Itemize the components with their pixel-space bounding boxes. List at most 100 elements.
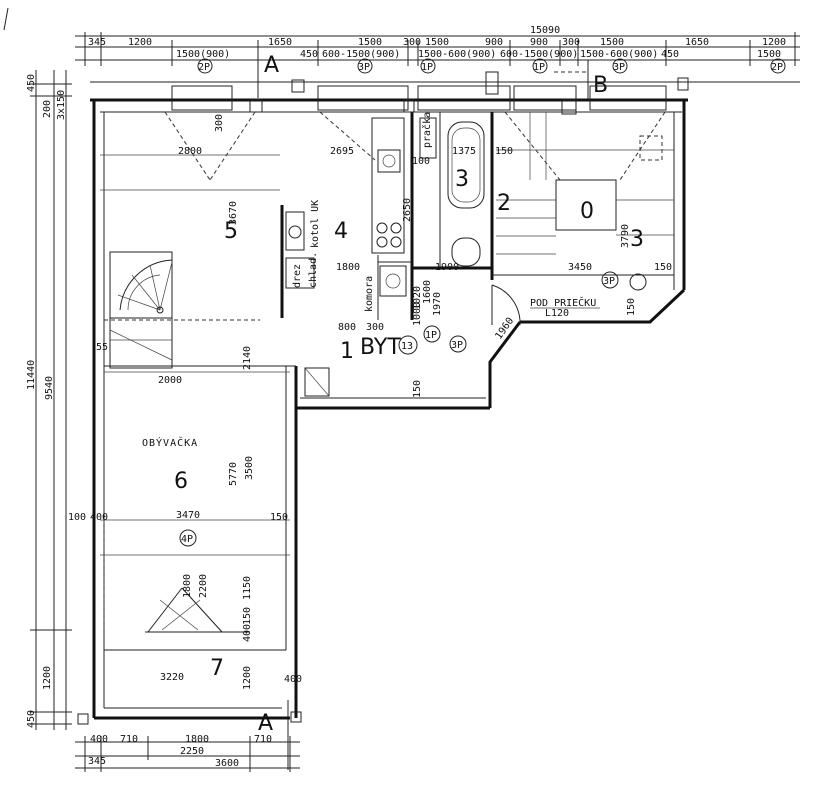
dim-400-c: 400	[284, 674, 302, 685]
margin-tick	[3, 7, 9, 31]
dim-3220: 3220	[160, 672, 184, 683]
dim-1800-b: 1800	[182, 574, 193, 598]
p-markers: 1P 3P 4P 3P	[179, 271, 647, 547]
dim-150-d: 150	[270, 512, 288, 523]
room-number-3-bath: 3	[455, 167, 469, 192]
dim-2000: 2000	[158, 375, 182, 386]
room-number-3-stair: 3	[630, 227, 644, 252]
dim-top2-7: 450	[661, 49, 679, 60]
p-marker-3: 4P	[181, 534, 193, 545]
dim-top-5: 300	[403, 37, 421, 48]
room-number-4: 4	[334, 219, 348, 244]
room-labels: 0 1 BYT 13 2 3 3 4 5 6 OBÝVAČKA 7	[142, 167, 644, 681]
dim-top-total: 15090	[530, 25, 560, 36]
dim-bottom-3600: 3600	[215, 758, 239, 769]
dim-left-3x150: 3x150	[56, 90, 67, 120]
dim-top2-5: 600-1500(900)	[500, 49, 578, 60]
washer-label: pračka	[421, 112, 433, 148]
dim-2800: 2800	[178, 146, 202, 157]
dim-top-1: 345	[88, 37, 106, 48]
dim-bottom-1800: 1800	[185, 734, 209, 745]
window-mark-6: 2P	[771, 62, 783, 73]
dim-150-b: 150	[654, 262, 672, 273]
window-mark-1: 2P	[198, 62, 210, 73]
dim-top-12: 1200	[762, 37, 786, 48]
bathroom-fixtures: pračka	[419, 112, 485, 267]
dim-top-4: 1500	[358, 37, 382, 48]
dim-bottom-400: 400	[90, 734, 108, 745]
room-number-5: 5	[224, 219, 238, 244]
dim-top-7: 900	[485, 37, 503, 48]
window-mark-2: 3P	[358, 62, 370, 73]
window-mark-4: 1P	[421, 62, 433, 73]
dim-1000: 1000	[412, 302, 423, 326]
dim-3470: 3470	[176, 510, 200, 521]
dim-bottom-710-left: 710	[120, 734, 138, 745]
room-number-0: 0	[580, 199, 594, 224]
room-label-obyvacka: OBÝVAČKA	[142, 436, 198, 449]
dim-top-3: 1650	[268, 37, 292, 48]
dim-top-8: 900	[530, 37, 548, 48]
dim-100-a: 100	[412, 156, 430, 167]
fridge-label: drez	[292, 264, 303, 288]
unit-badge: 13	[401, 341, 413, 352]
window-mark-3: 1P	[533, 62, 545, 73]
window-mark-5: 3P	[613, 62, 625, 73]
dim-bottom-2250: 2250	[180, 746, 204, 757]
storage-label: komora	[364, 276, 375, 312]
dim-800: 800	[338, 322, 356, 333]
dim-400-a: 400	[90, 512, 108, 523]
partition-note: POD PRIEČKU	[530, 296, 596, 309]
top-dimension-lines: 15090 345 1200 1650 1500 300 1500 900 90…	[75, 25, 800, 66]
dim-3450: 3450	[568, 262, 592, 273]
dim-150-c: 150	[412, 380, 423, 398]
left-dimension-lines: 11440 9540 450 200 3x150 1200 450	[26, 70, 72, 730]
dim-top-10: 1500	[600, 37, 624, 48]
dim-1800-a: 1800	[336, 262, 360, 273]
dim-top2-2: 450	[300, 49, 318, 60]
dim-1150: 1150	[242, 576, 253, 600]
dim-left-450-top: 450	[26, 74, 37, 92]
dim-150-a: 150	[495, 146, 513, 157]
dim-left-1200: 1200	[42, 666, 53, 690]
dim-top-6: 1500	[425, 37, 449, 48]
dim-1600: 1600	[422, 280, 433, 304]
dim-top2-3: 600-1500(900)	[322, 49, 400, 60]
dim-400-b: 400	[242, 624, 253, 642]
boiler-label: kotol UK	[310, 200, 321, 248]
section-marks: A B A	[257, 48, 608, 770]
dim-bottom-345: 345	[88, 756, 106, 767]
room-number-6: 6	[174, 469, 188, 494]
dim-1900: 1900	[435, 262, 459, 273]
dim-1960: 1960	[493, 316, 516, 342]
dim-5770: 5770	[228, 462, 239, 486]
dim-300-b: 300	[366, 322, 384, 333]
dim-l120: L120	[545, 308, 569, 319]
dim-150-e: 150	[242, 607, 253, 625]
dim-1020: 1020	[412, 286, 423, 310]
dim-1375: 1375	[452, 146, 476, 157]
room-label-byt: BYT	[360, 335, 401, 360]
dim-top2-8: 1500	[757, 49, 781, 60]
bottom-dimension-lines: 400 710 1800 710 345 2250 3600	[75, 734, 300, 772]
exterior-walls	[90, 81, 800, 720]
dim-3790: 3790	[620, 224, 631, 248]
spiral-staircase	[109, 251, 173, 369]
dim-bottom-710-right: 710	[254, 734, 272, 745]
section-a-bottom: A	[258, 711, 273, 736]
dim-1200-b: 1200	[242, 666, 253, 690]
dim-left-total: 11440	[26, 360, 37, 390]
room-number-2: 2	[497, 191, 511, 216]
dim-3670: 3670	[228, 201, 239, 225]
dim-2695: 2695	[330, 146, 354, 157]
dashed-lines	[103, 111, 666, 630]
dim-left-inner: 9540	[44, 376, 55, 400]
room-number-1: 1	[340, 339, 354, 364]
dim-3500: 3500	[244, 456, 255, 480]
stairwell	[496, 112, 674, 255]
top-windows	[171, 71, 689, 115]
dim-300-a: 300	[214, 114, 225, 132]
dim-left-200: 200	[42, 100, 53, 118]
dim-150-f: 150	[626, 298, 637, 316]
